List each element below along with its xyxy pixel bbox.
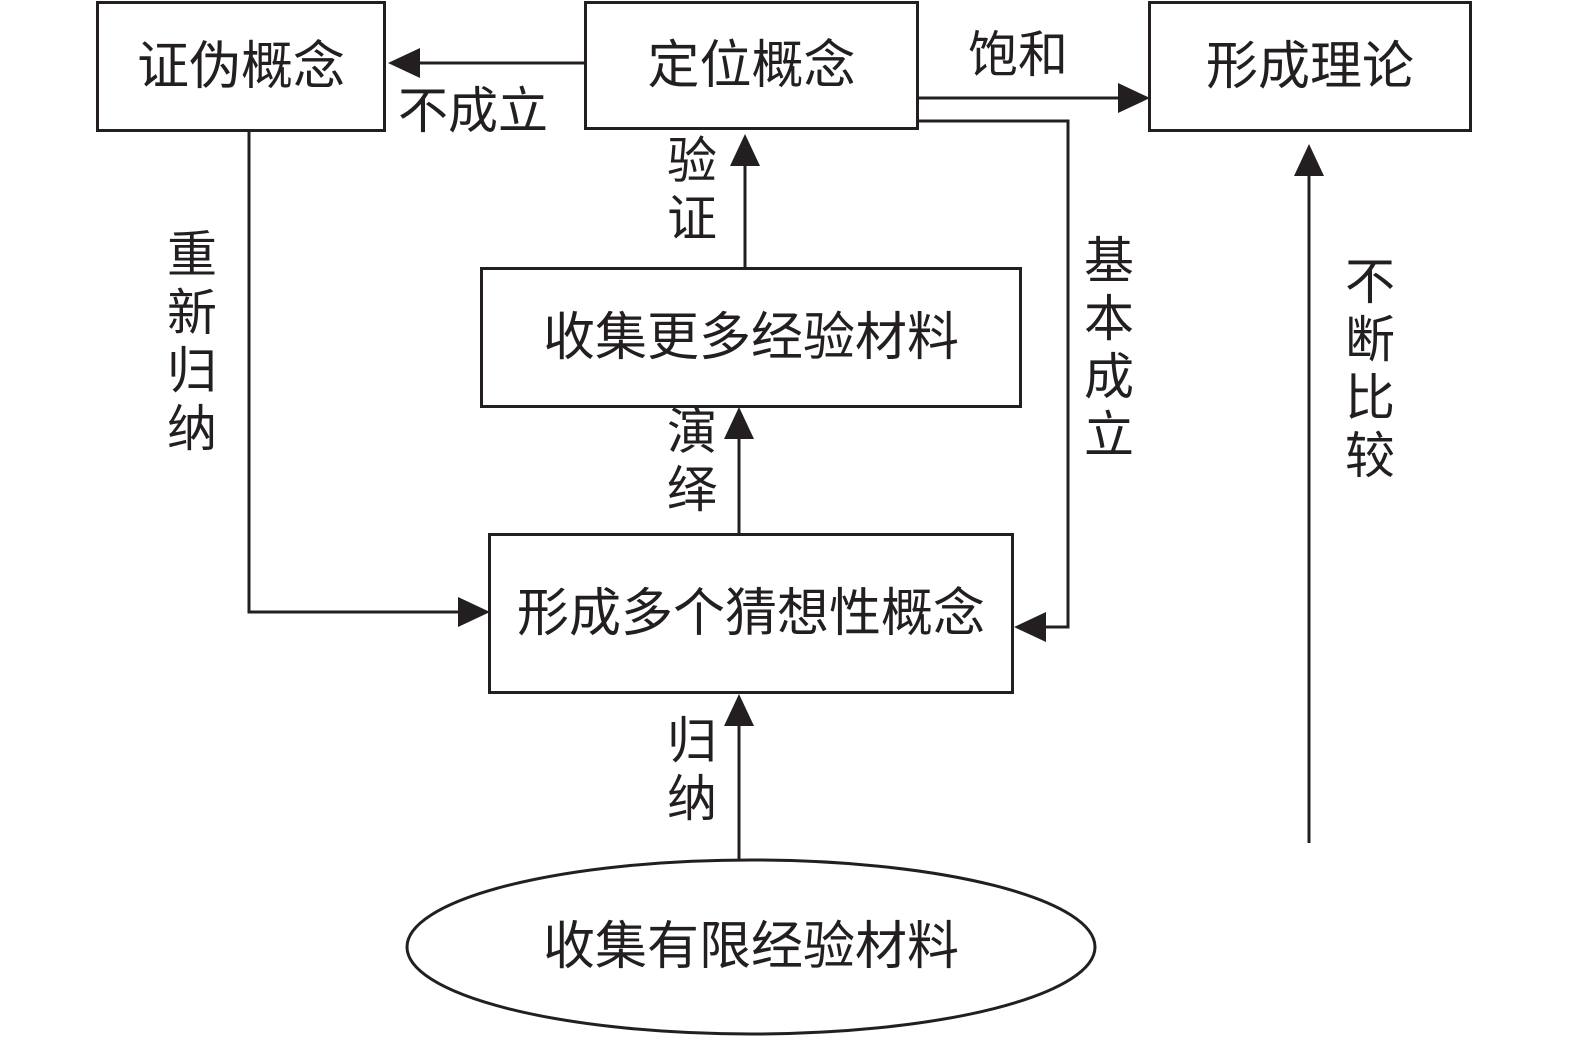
node-position-label: 定位概念 bbox=[647, 35, 856, 96]
edge-label-re-induce: 重新归纳 bbox=[159, 228, 217, 460]
arrowhead-position bbox=[730, 134, 760, 166]
edge-label-induce: 归纳 bbox=[659, 714, 717, 830]
node-collect-limited: 收集有限经验材料 bbox=[407, 860, 1095, 1034]
edge-label-basically-established: 基本成立 bbox=[1076, 234, 1134, 466]
node-collect-more-label: 收集更多经验材料 bbox=[542, 307, 959, 368]
edge-label-deduce: 演绎 bbox=[659, 405, 717, 521]
arrowhead-hypotheses-right bbox=[1014, 612, 1046, 642]
edge-falsify-to-hypotheses bbox=[247, 131, 458, 614]
node-theory: 形成理论 bbox=[1148, 1, 1472, 132]
arrowhead-falsify bbox=[388, 48, 420, 78]
edge-position-to-hypotheses bbox=[918, 119, 1070, 629]
edge-label-verify: 验证 bbox=[659, 134, 717, 250]
node-collect-more: 收集更多经验材料 bbox=[480, 267, 1022, 408]
node-hypotheses-label: 形成多个猜想性概念 bbox=[516, 583, 985, 644]
arrowhead-collect-more bbox=[724, 407, 754, 439]
arrowhead-hypotheses-left bbox=[458, 597, 490, 627]
node-falsify-label: 证伪概念 bbox=[136, 36, 345, 97]
edge-label-saturation: 饱和 bbox=[968, 26, 1068, 84]
node-theory-label: 形成理论 bbox=[1205, 36, 1414, 97]
node-hypotheses: 形成多个猜想性概念 bbox=[488, 533, 1014, 694]
node-collect-limited-label: 收集有限经验材料 bbox=[542, 917, 959, 977]
arrowhead-theory-bottom bbox=[1294, 144, 1324, 176]
node-position: 定位概念 bbox=[584, 1, 919, 130]
edge-label-not-established: 不成立 bbox=[398, 82, 548, 140]
node-falsify: 证伪概念 bbox=[96, 1, 386, 132]
arrowhead-hypotheses-bottom bbox=[724, 694, 754, 726]
arrowhead-theory bbox=[1118, 83, 1150, 113]
edge-label-constant-compare: 不断比较 bbox=[1337, 255, 1395, 487]
node-collect-limited-shape bbox=[405, 858, 1097, 1036]
